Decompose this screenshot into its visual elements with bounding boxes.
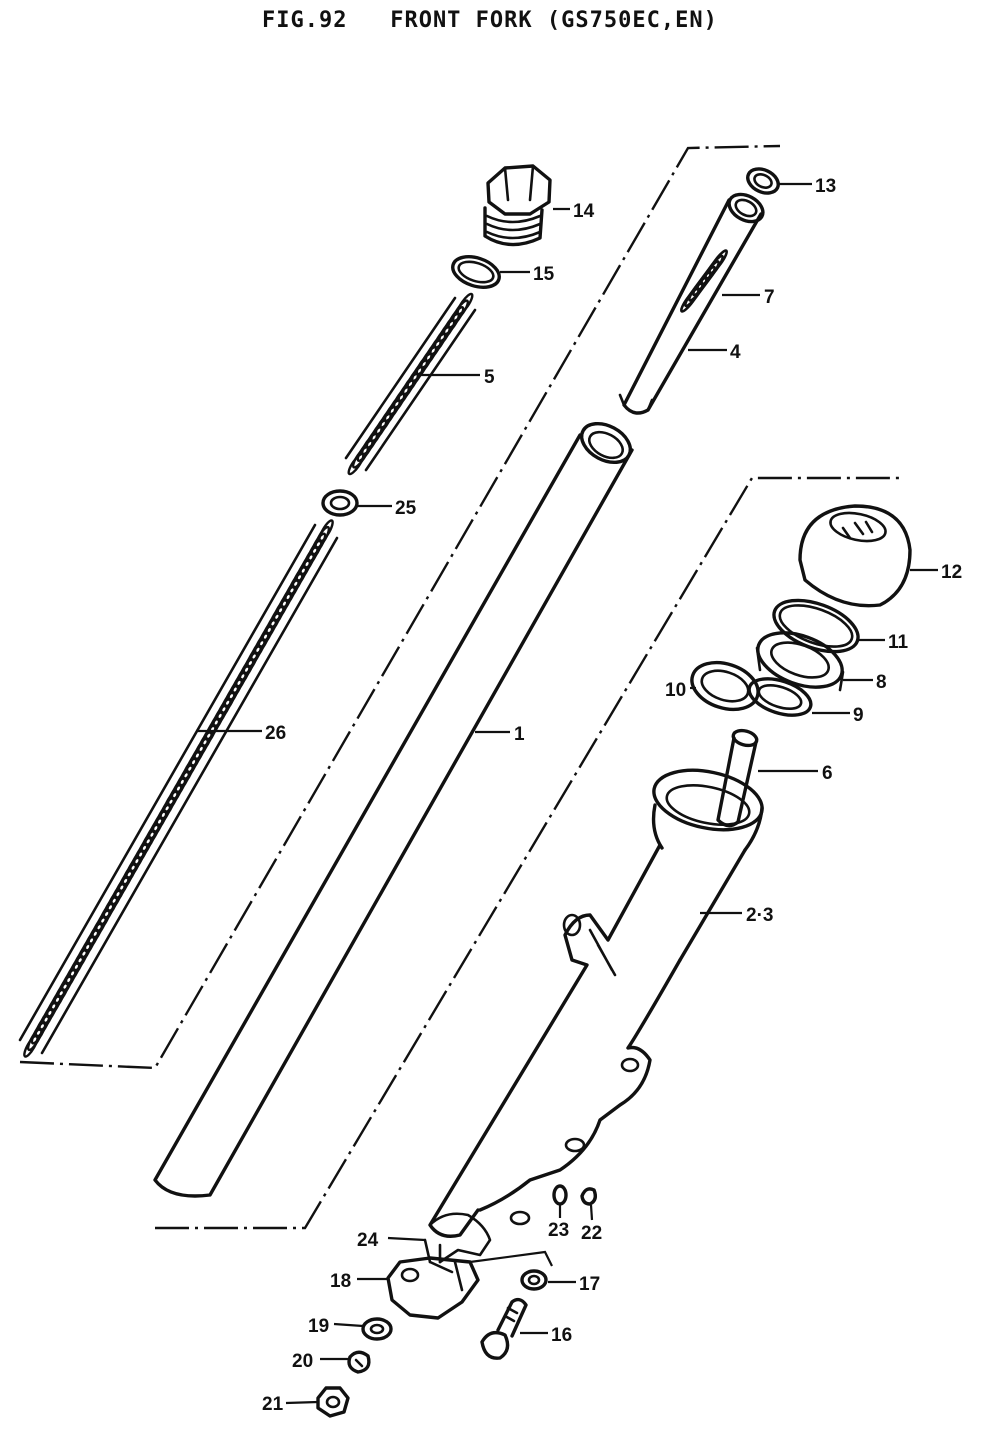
rebound-spring [680, 249, 728, 313]
drain-gasket [552, 1184, 568, 1206]
outer-fork-tube [428, 768, 764, 1264]
dust-seal [798, 504, 912, 608]
part-label-14: 14 [573, 201, 595, 222]
leader-lines [196, 182, 938, 1405]
bolt-washer [520, 1269, 548, 1291]
part-labels: 1 2·3 4 5 6 7 8 9 10 11 12 13 14 15 16 1… [262, 176, 962, 1415]
part-label-18: 18 [330, 1271, 351, 1292]
o-ring [451, 255, 501, 289]
damper-ring [746, 167, 780, 195]
drain-screw [580, 1187, 598, 1206]
spring-spacer [321, 489, 359, 517]
damper-rod [618, 192, 765, 415]
part-label-15: 15 [533, 264, 555, 285]
group-bracket-inner-tube [19, 144, 781, 1070]
part-label-9: 9 [853, 705, 864, 726]
holder-washer [361, 1317, 393, 1341]
part-label-1: 1 [514, 724, 525, 745]
part-label-26: 26 [265, 723, 286, 744]
part-label-16: 16 [551, 1325, 572, 1346]
inner-fork-tube [153, 421, 634, 1198]
part-label-23: 23 [548, 1220, 569, 1241]
main-spring-long [18, 519, 339, 1058]
part-label-2-3: 2·3 [746, 905, 773, 926]
spring-washer [347, 1350, 371, 1374]
part-label-5: 5 [484, 367, 495, 388]
holder-bolt [480, 1297, 528, 1360]
part-label-20: 20 [292, 1351, 313, 1372]
oil-seal [755, 631, 845, 692]
axle-holder [386, 1256, 480, 1320]
seal-washer [747, 677, 813, 717]
guide-bushing [690, 660, 760, 712]
part-label-19: 19 [308, 1316, 329, 1337]
part-label-25: 25 [395, 498, 417, 519]
holder-nut [316, 1386, 350, 1418]
part-label-21: 21 [262, 1394, 284, 1415]
group-bracket-outer-tube [155, 476, 900, 1230]
short-spring [344, 292, 477, 476]
part-label-8: 8 [876, 672, 887, 693]
part-label-6: 6 [822, 763, 833, 784]
figure-title: FIG.92 FRONT FORK (GS750EC,EN) [262, 8, 718, 33]
part-label-17: 17 [579, 1274, 600, 1295]
part-label-12: 12 [941, 562, 962, 583]
part-label-13: 13 [815, 176, 836, 197]
part-label-24: 24 [357, 1230, 379, 1251]
part-label-22: 22 [581, 1223, 602, 1244]
part-label-4: 4 [730, 342, 741, 363]
cap-bolt [483, 164, 552, 247]
part-label-11: 11 [888, 632, 909, 653]
part-label-10: 10 [665, 680, 686, 701]
part-label-7: 7 [764, 287, 775, 308]
